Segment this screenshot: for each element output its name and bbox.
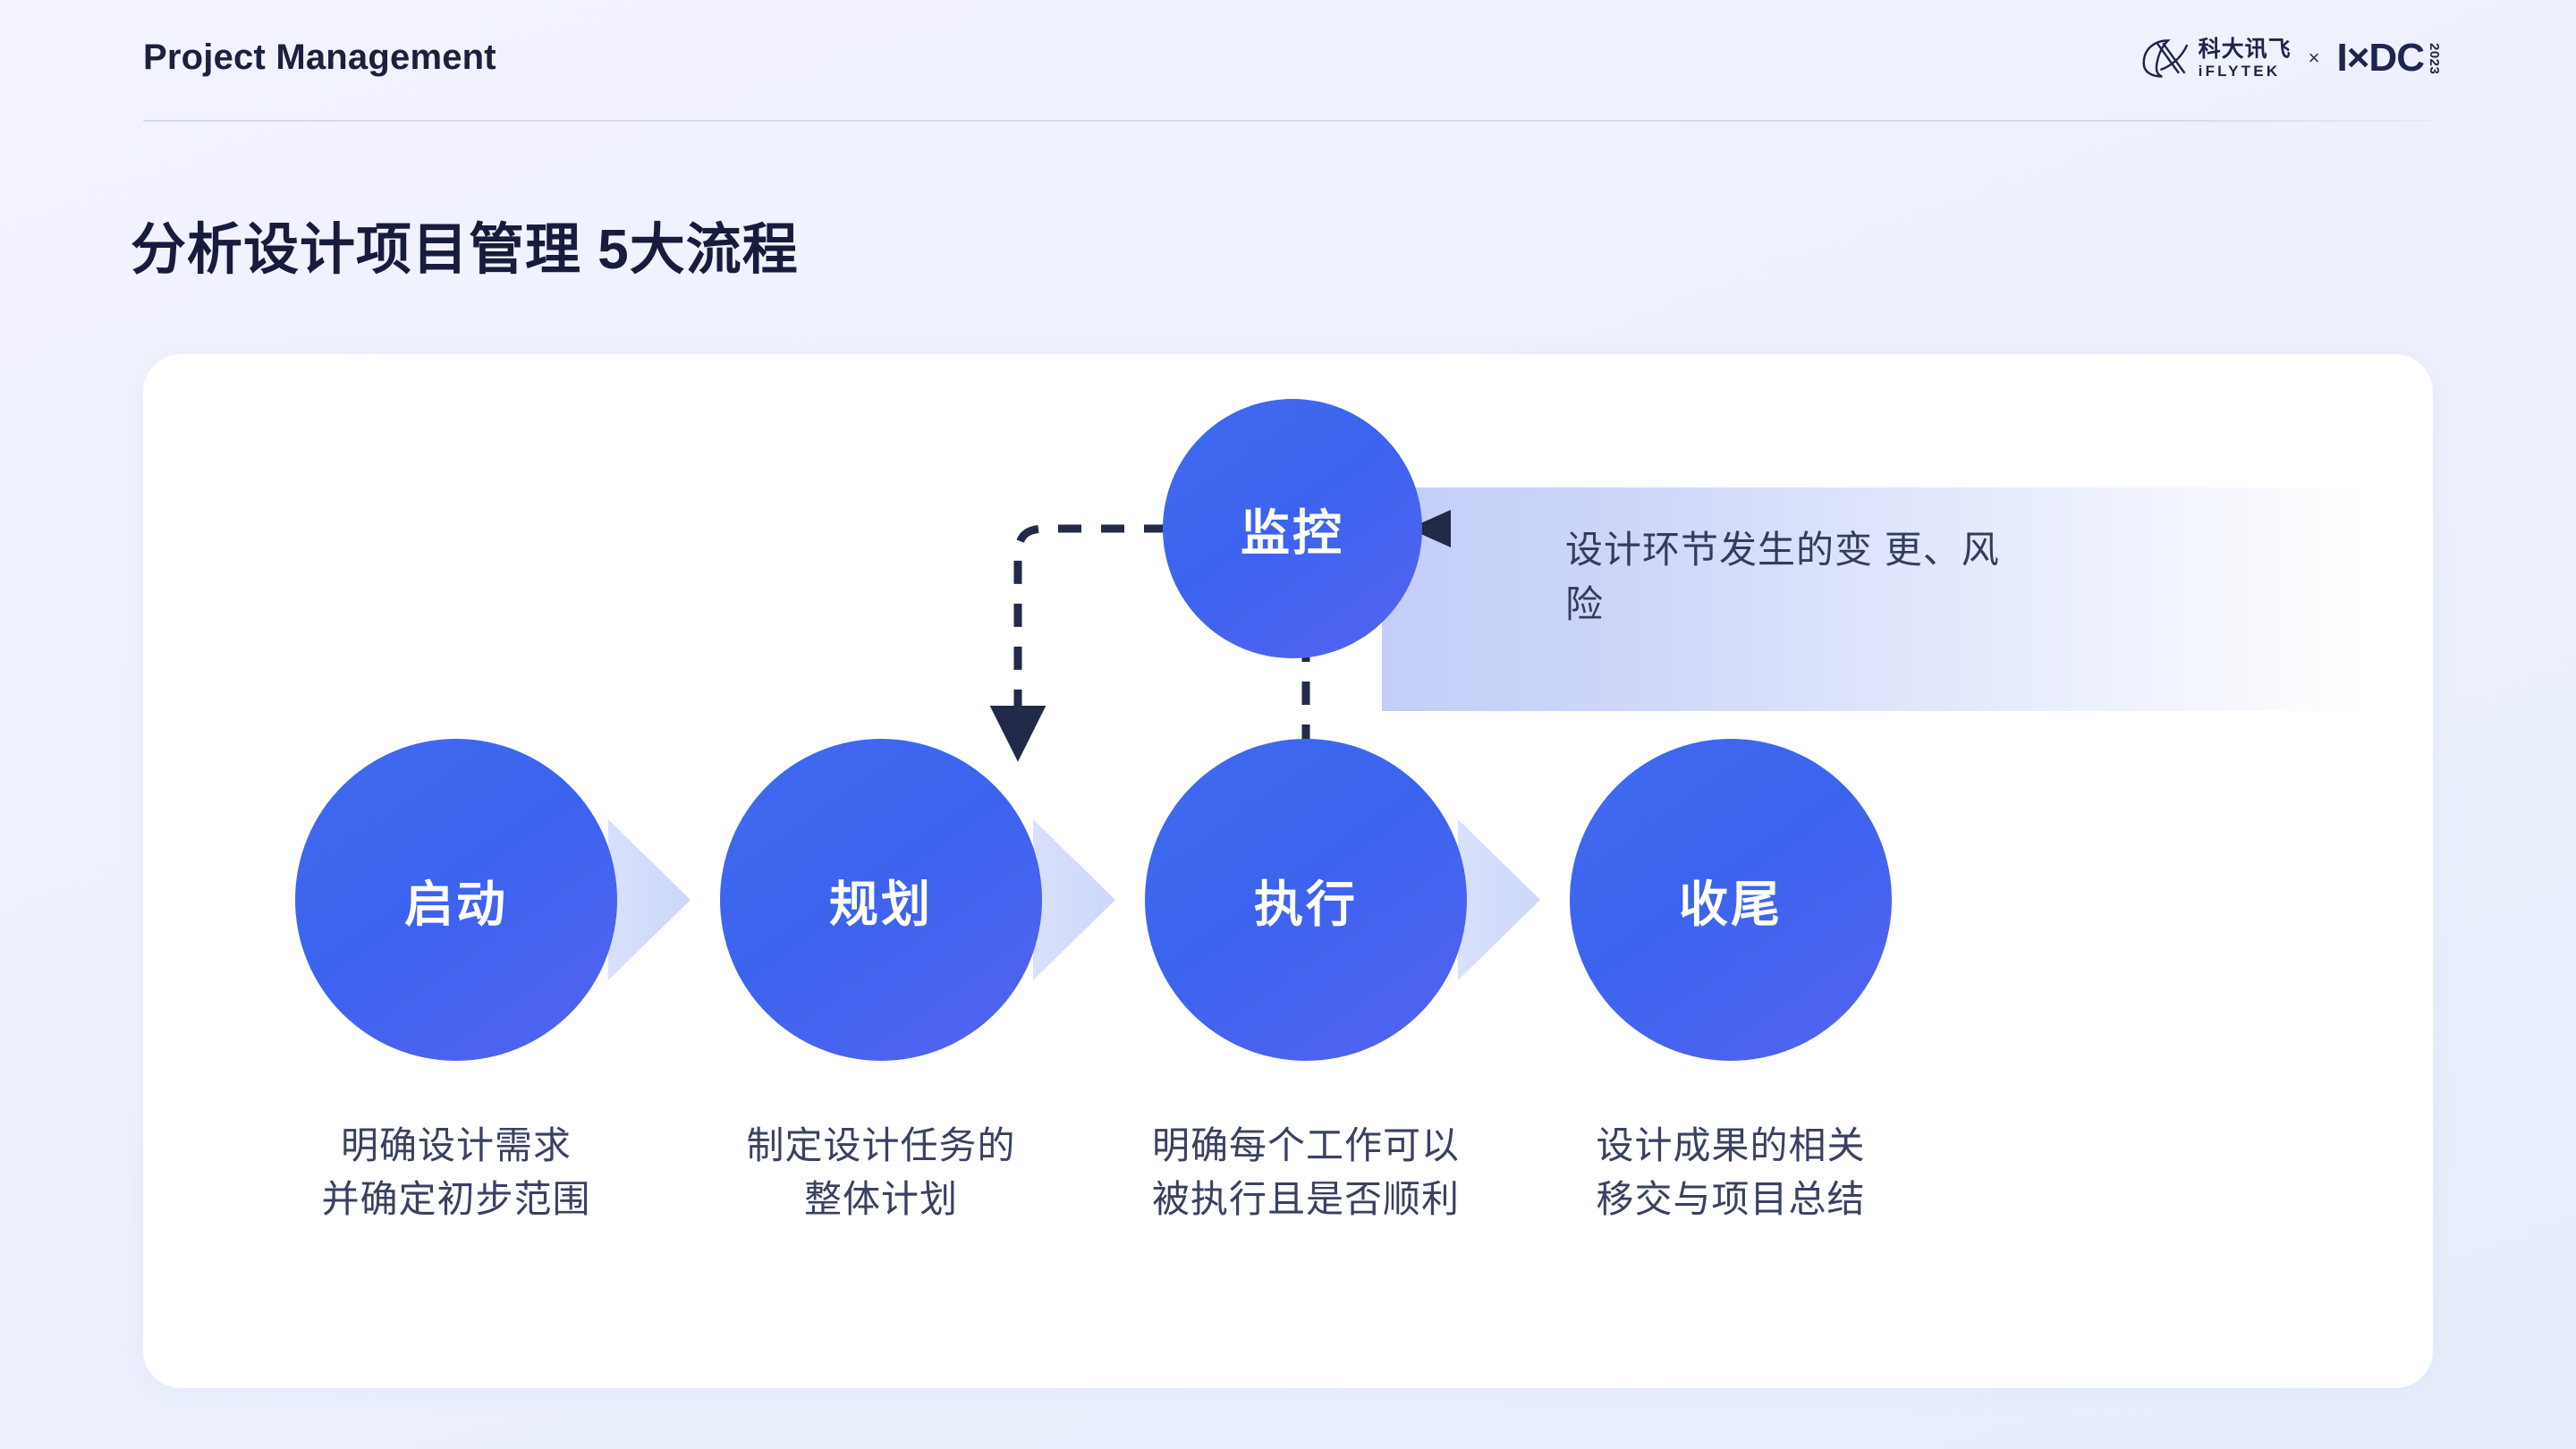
caption-plan-line-2: 整体计划: [803, 1177, 958, 1220]
flow-diagram-card: 监控 启动 规划 执行 收尾 设计环节发生的变 更、风险 明确设计需求 并确定初…: [143, 354, 2433, 1388]
caption-execute: 明确每个工作可以 被执行且是否顺利: [1114, 1119, 1498, 1225]
monitor-annotation-text: 设计环节发生的变 更、风险: [1565, 522, 2030, 632]
node-closure-label: 收尾: [1678, 877, 1783, 932]
ixdc-logo: I×DC 2023: [2336, 36, 2442, 80]
caption-initiate: 明确设计需求 并确定初步范围: [264, 1119, 648, 1225]
caption-closure: 设计成果的相关 移交与项目总结: [1538, 1119, 1923, 1225]
ixdc-year: 2023: [2427, 43, 2442, 75]
caption-initiate-line-1: 明确设计需求: [340, 1124, 572, 1166]
page-title: 分析设计项目管理 5大流程: [131, 219, 799, 281]
monitor-annotation-line-1: 设计环节发生的变: [1565, 529, 1874, 571]
node-plan-label: 规划: [828, 877, 933, 932]
caption-initiate-line-2: 并确定初步范围: [321, 1177, 591, 1220]
iflytek-mark-icon: [2142, 39, 2189, 78]
logo-lockup: 科大讯飞 iFLYTEK × I×DC 2023: [2140, 30, 2442, 86]
feedback-arrow-monitor-to-plan: [989, 524, 1167, 762]
caption-plan: 制定设计任务的 整体计划: [689, 1119, 1073, 1225]
node-execute[interactable]: 执行: [1145, 739, 1467, 1061]
logo-separator-icon: ×: [2308, 47, 2320, 69]
node-initiate[interactable]: 启动: [295, 739, 617, 1061]
header-divider: [143, 120, 2433, 122]
caption-closure-line-1: 设计成果的相关: [1596, 1124, 1866, 1166]
node-plan[interactable]: 规划: [720, 739, 1042, 1061]
page-header: Project Management 科大讯飞 iFLYTEK × I×DC 2…: [0, 0, 2576, 122]
ixdc-wordmark: I×DC: [2336, 36, 2425, 80]
node-closure[interactable]: 收尾: [1570, 739, 1892, 1061]
monitor-annotation-banner: [1382, 487, 2366, 711]
node-monitor[interactable]: 监控: [1163, 399, 1422, 658]
caption-execute-line-2: 被执行且是否顺利: [1151, 1177, 1460, 1220]
iflytek-wordmark: 科大讯飞 iFLYTEK: [2199, 38, 2292, 79]
caption-plan-line-1: 制定设计任务的: [746, 1124, 1016, 1166]
caption-closure-line-2: 移交与项目总结: [1596, 1177, 1866, 1220]
header-title: Project Management: [143, 38, 496, 77]
iflytek-cn-text: 科大讯飞: [2198, 36, 2292, 62]
node-initiate-label: 启动: [403, 877, 508, 932]
node-execute-label: 执行: [1253, 877, 1358, 932]
caption-execute-line-1: 明确每个工作可以: [1151, 1124, 1460, 1166]
monitor-annotation-line-2: 更、风险: [1565, 529, 2000, 626]
iflytek-logo: 科大讯飞 iFLYTEK: [2140, 38, 2292, 79]
node-monitor-label: 监控: [1240, 505, 1344, 561]
iflytek-en-text: iFLYTEK: [2198, 62, 2281, 80]
